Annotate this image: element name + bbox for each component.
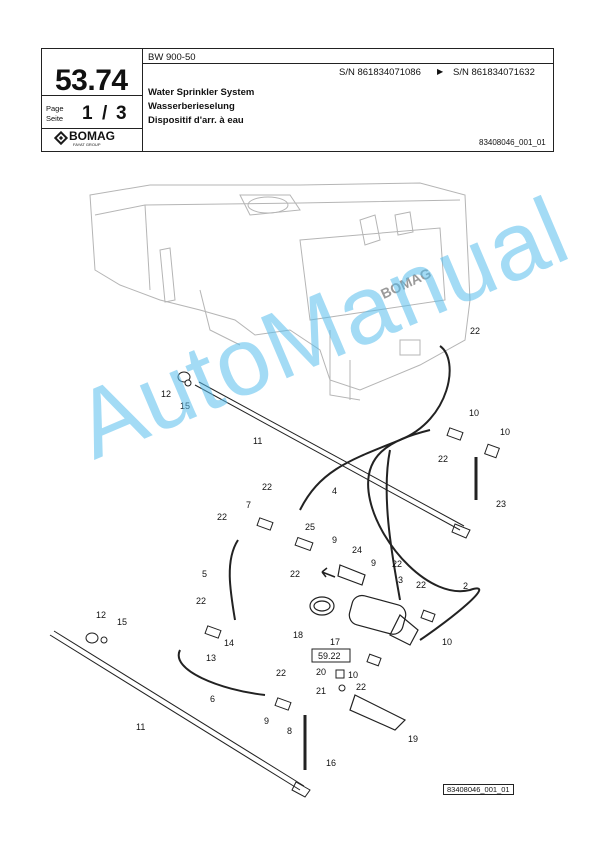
- page-label-de: Seite: [46, 114, 64, 123]
- page-label-en: Page: [46, 104, 64, 113]
- callout-label: 3: [398, 575, 403, 585]
- callout-label: 21: [316, 686, 326, 696]
- serial-from: S/N 861834071086: [339, 67, 421, 78]
- page-code: 53.74: [55, 64, 128, 97]
- callout-label: 20: [316, 667, 326, 677]
- callout-label: 18: [293, 630, 303, 640]
- bomag-logo: [53, 130, 134, 154]
- divider: [42, 128, 142, 129]
- callout-label: 22: [392, 559, 402, 569]
- callout-label: 9: [332, 535, 337, 545]
- spray-bar-upper: [194, 384, 461, 531]
- title-en: Water Sprinkler System: [148, 87, 255, 98]
- drawing-id: 83408046_001_01: [443, 784, 514, 795]
- title-block-divider: [142, 49, 143, 151]
- serial-to: S/N 861834071632: [453, 67, 535, 78]
- hose-3: [385, 449, 401, 601]
- page-number: 1: [82, 103, 93, 124]
- bomag-logo-text: BOMAG: [69, 129, 115, 143]
- title-fr: Dispositif d'arr. à eau: [148, 115, 244, 126]
- callout-label: 11: [253, 436, 262, 446]
- callout-label: 10: [348, 670, 358, 680]
- callout-label: 10: [500, 427, 510, 437]
- document-id: 83408046_001_01: [479, 138, 546, 147]
- callout-label: 22: [196, 596, 206, 606]
- page-separator: /: [102, 103, 108, 124]
- callout-label: 12: [96, 610, 106, 620]
- callout-label: 2: [463, 581, 468, 591]
- callout-label: 14: [224, 638, 234, 648]
- reference-box: [311, 648, 351, 663]
- callout-label: 7: [246, 500, 251, 510]
- hose-6: [177, 649, 266, 696]
- callout-label: 12: [161, 389, 171, 399]
- callout-label: 22: [217, 512, 227, 522]
- callout-label: 22: [262, 482, 272, 492]
- hose-2: [367, 429, 481, 641]
- callout-label: 10: [442, 637, 452, 647]
- model-name: BW 900-50: [148, 52, 196, 63]
- title-block: 53.74 Page Seite 1 / 3 BOMAG FAYAT GROUP…: [41, 48, 554, 152]
- callout-label: 22: [356, 682, 366, 692]
- serial-arrow: ▶: [437, 67, 444, 76]
- hose-4: [299, 345, 451, 511]
- callouts: 22 12 15 11 10 10 22 23 4 22 7 22 25 9 2…: [96, 326, 510, 768]
- callout-label: 25: [305, 522, 315, 532]
- callout-label: 23: [496, 499, 506, 509]
- callout-label: 15: [180, 401, 190, 411]
- divider: [42, 95, 142, 96]
- callout-label: 22: [470, 326, 480, 336]
- fittings: [100, 379, 500, 711]
- callout-label: 22: [290, 569, 300, 579]
- bracket-19: [349, 694, 407, 731]
- callout-label: 8: [287, 726, 292, 736]
- callout-label: 19: [408, 734, 418, 744]
- spray-bars: [49, 371, 471, 798]
- machine-logo: BOMAG: [378, 265, 433, 302]
- machine-outline: [89, 182, 471, 401]
- callout-label: 17: [330, 637, 340, 647]
- callout-label: 10: [469, 408, 479, 418]
- bomag-logo-mark: [53, 130, 69, 146]
- callout-label: 9: [264, 716, 269, 726]
- callout-label: 6: [210, 694, 215, 704]
- divider: [142, 63, 553, 64]
- callout-label: 9: [371, 558, 376, 568]
- callout-label: 11: [136, 722, 145, 732]
- callout-label: 15: [117, 617, 127, 627]
- bomag-logo-tagline: FAYAT GROUP: [73, 142, 101, 147]
- callout-label: 4: [332, 486, 337, 496]
- pump-filter: [309, 564, 419, 731]
- callout-label: 22: [276, 668, 286, 678]
- callout-label: 24: [352, 545, 362, 555]
- hose-5: [228, 539, 239, 621]
- spray-bar-lower: [49, 634, 301, 791]
- hoses: [177, 345, 481, 770]
- callout-label: 22: [416, 580, 426, 590]
- page-total: 3: [116, 103, 127, 124]
- callout-label: 13: [206, 653, 216, 663]
- callout-label: 22: [438, 454, 448, 464]
- title-de: Wasserberieselung: [148, 101, 235, 112]
- parts-drawing: BOMAG: [49, 182, 510, 798]
- flow-arrow-icon: [321, 567, 336, 578]
- callout-label: 5: [202, 569, 207, 579]
- reference-box-label: 59.22: [318, 651, 341, 661]
- callout-label: 16: [326, 758, 336, 768]
